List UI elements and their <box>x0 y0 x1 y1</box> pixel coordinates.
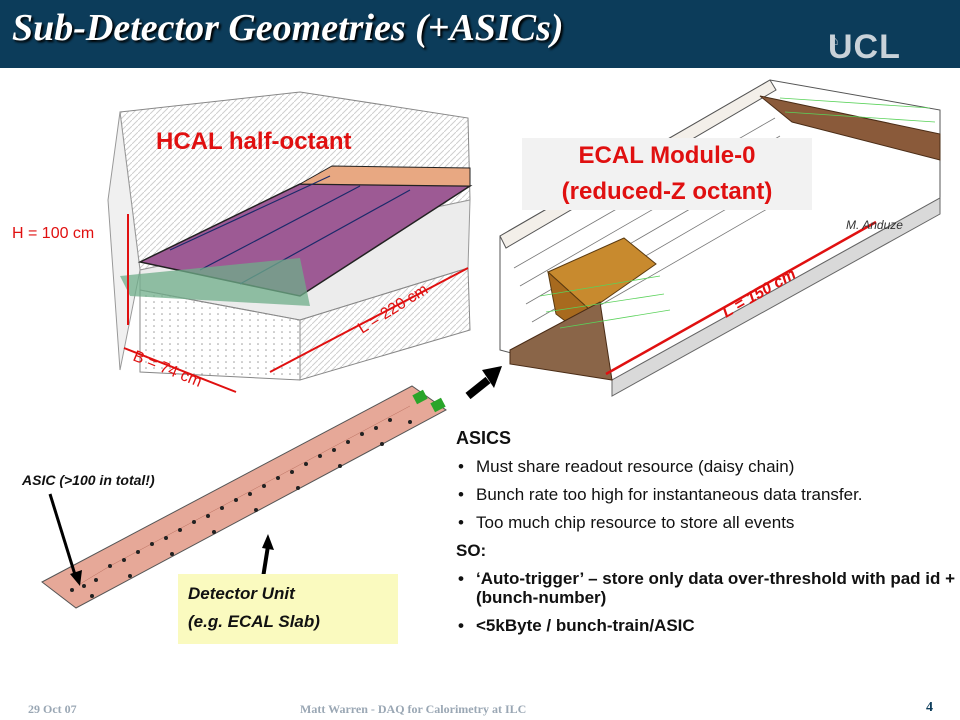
ecal-slab-drawing <box>41 385 447 609</box>
arrowhead-icon <box>482 366 502 388</box>
hcal-height-label: H = 100 cm <box>12 225 94 242</box>
asics-bullet-list: ASICS Must share readout resource (daisy… <box>456 428 956 644</box>
slide-title: Sub-Detector Geometries (+ASICs) <box>12 7 564 49</box>
bullet-item: Too much chip resource to store all even… <box>456 513 956 532</box>
footer-date: 29 Oct 07 <box>28 702 77 716</box>
bullet-item: Must share readout resource (daisy chain… <box>456 457 956 476</box>
bullet-item: Bunch rate too high for instantaneous da… <box>456 485 956 504</box>
so-bullet-item: ‘Auto-trigger’ – store only data over-th… <box>456 569 956 607</box>
asic-pointer-arrow <box>48 493 78 579</box>
detector-unit-line1: Detector Unit <box>188 584 295 603</box>
ucl-logo: UCL <box>828 28 901 66</box>
hcal-drawing <box>107 91 473 393</box>
asic-note: ASIC (>100 in total!) <box>22 472 155 488</box>
ecal-label-line1: ECAL Module-0 <box>578 142 756 169</box>
so-heading: SO: <box>456 541 487 560</box>
asic-arrowhead-icon <box>70 570 82 586</box>
ecal-label: ECAL Module-0 (reduced-Z octant) <box>522 138 812 210</box>
detector-unit-box: Detector Unit (e.g. ECAL Slab) <box>178 574 398 644</box>
ecal-drawing <box>499 79 941 397</box>
footer-author-title: Matt Warren - DAQ for Calorimetry at ILC <box>300 702 527 716</box>
detector-unit-line2: (e.g. ECAL Slab) <box>188 612 320 631</box>
hcal-label: HCAL half-octant <box>156 128 352 155</box>
so-bullet-item: <5kByte / bunch-train/ASIC <box>456 616 956 635</box>
author-credit: M. Anduze <box>846 218 903 232</box>
title-bar <box>0 0 960 68</box>
arrow-icon <box>465 376 491 400</box>
ecal-label-line2: (reduced-Z octant) <box>561 178 773 205</box>
asics-heading: ASICS <box>456 428 512 448</box>
unit-arrowhead-icon <box>262 534 274 550</box>
ucl-dome-icon: ⌂ <box>830 32 839 48</box>
page-number: 4 <box>926 700 933 715</box>
